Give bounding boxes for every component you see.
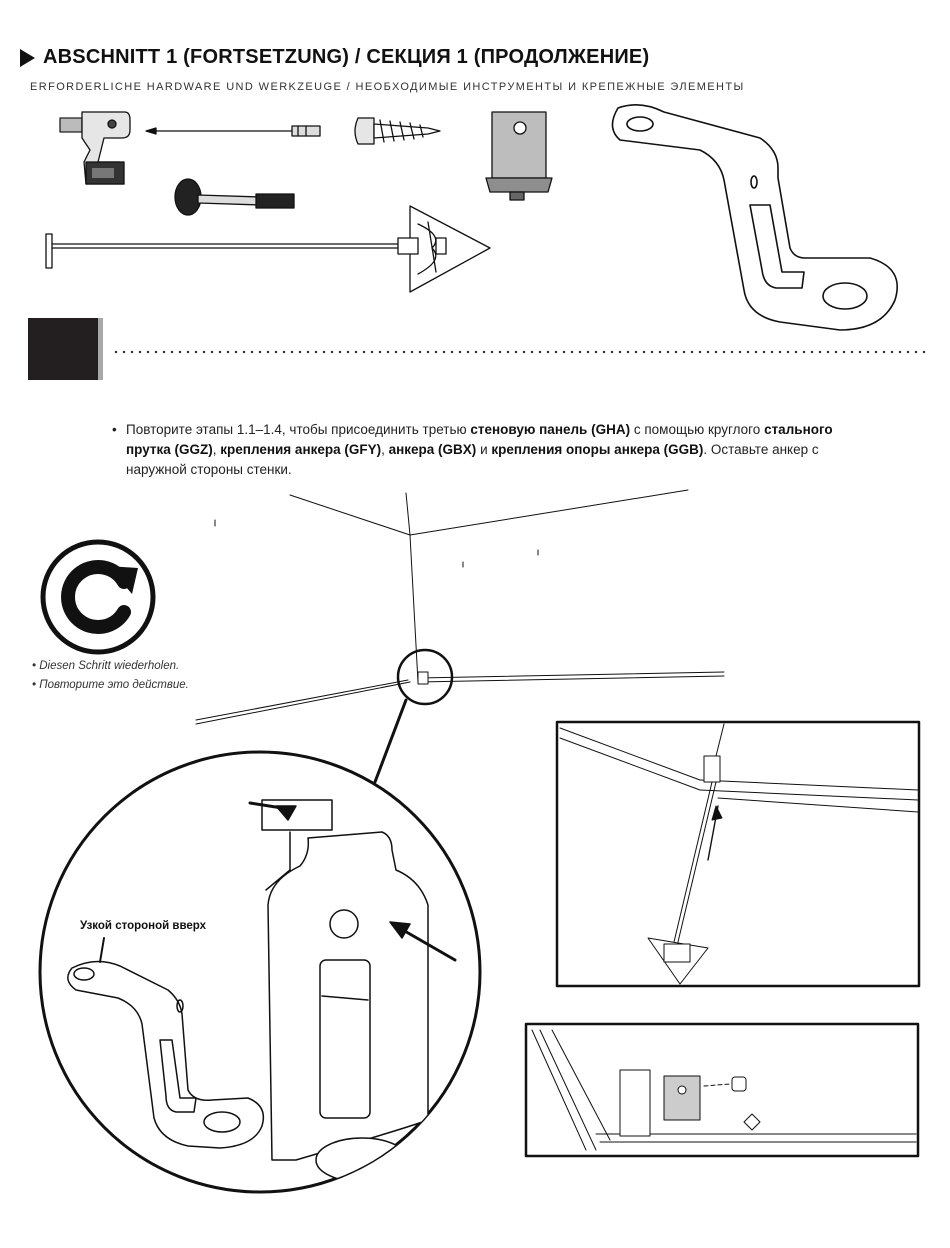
instruction-part: Повторите этапы 1.1–1.4, чтобы присоедин… [126,422,471,437]
step-number-box [28,318,98,380]
callout-connector [373,698,408,784]
hardware-subtitle: ERFORDERLICHE HARDWARE UND WERKZEUGE / Н… [30,81,745,93]
part-name-anchor: анкера (GBX) [388,442,477,457]
repeat-notes: • Diesen Schritt wiederholen. • Повторит… [32,657,189,695]
repeat-icon [40,539,156,655]
mallet-icon [174,178,295,216]
instruction-part: , [212,442,221,457]
instruction-text: • Повторите этапы 1.1–1.4, чтобы присоед… [112,420,872,480]
anchor-bracket-icon [397,205,491,293]
part-name-panel: стеновую панель (GHA) [470,422,631,437]
anchor-rod-icon [45,233,401,269]
repeat-note-de-text: Diesen Schritt wiederholen. [39,660,180,672]
screwdriver-bit-icon [145,125,321,137]
part-name-anchor-mount: крепления анкера (GFY) [220,442,382,457]
repeat-note-ru-text: Повторите это действие. [39,679,189,691]
detail-box-anchor [555,720,921,988]
bracket-icon [485,111,553,201]
repeat-note-de: • Diesen Schritt wiederholen. [32,660,180,672]
page-title: ABSCHNITT 1 (FORTSETZUNG) / СЕКЦИЯ 1 (ПР… [20,46,649,69]
instruction-part: с помощью круглого [630,422,765,437]
page-title-text: ABSCHNITT 1 (FORTSETZUNG) / СЕКЦИЯ 1 (ПР… [43,46,650,68]
screw-icon [354,117,441,145]
instruction-part: , [381,442,389,457]
instruction-part: и [476,442,492,457]
part-name-anchor-support: крепления опоры анкера (GGB) [491,442,704,457]
instruction-part: . Оставьте анкер с наружной стороны стен… [126,442,819,477]
bullet: • [112,422,117,437]
dotted-divider [112,350,927,354]
step-number-box-edge [98,318,103,380]
detail-circle [38,750,482,1194]
part-name-rod: стального прутка (GGZ) [126,422,833,457]
l-bracket-large-icon [611,104,898,331]
narrow-side-up-label: Узкой стороной вверх [80,920,207,932]
wall-panels-view [195,489,725,725]
play-triangle-icon [20,48,35,67]
magnifier-circle [396,648,454,706]
repeat-note-ru: • Повторите это действие. [32,679,189,691]
drill-icon [59,111,131,185]
detail-box-bracket [524,1022,920,1158]
